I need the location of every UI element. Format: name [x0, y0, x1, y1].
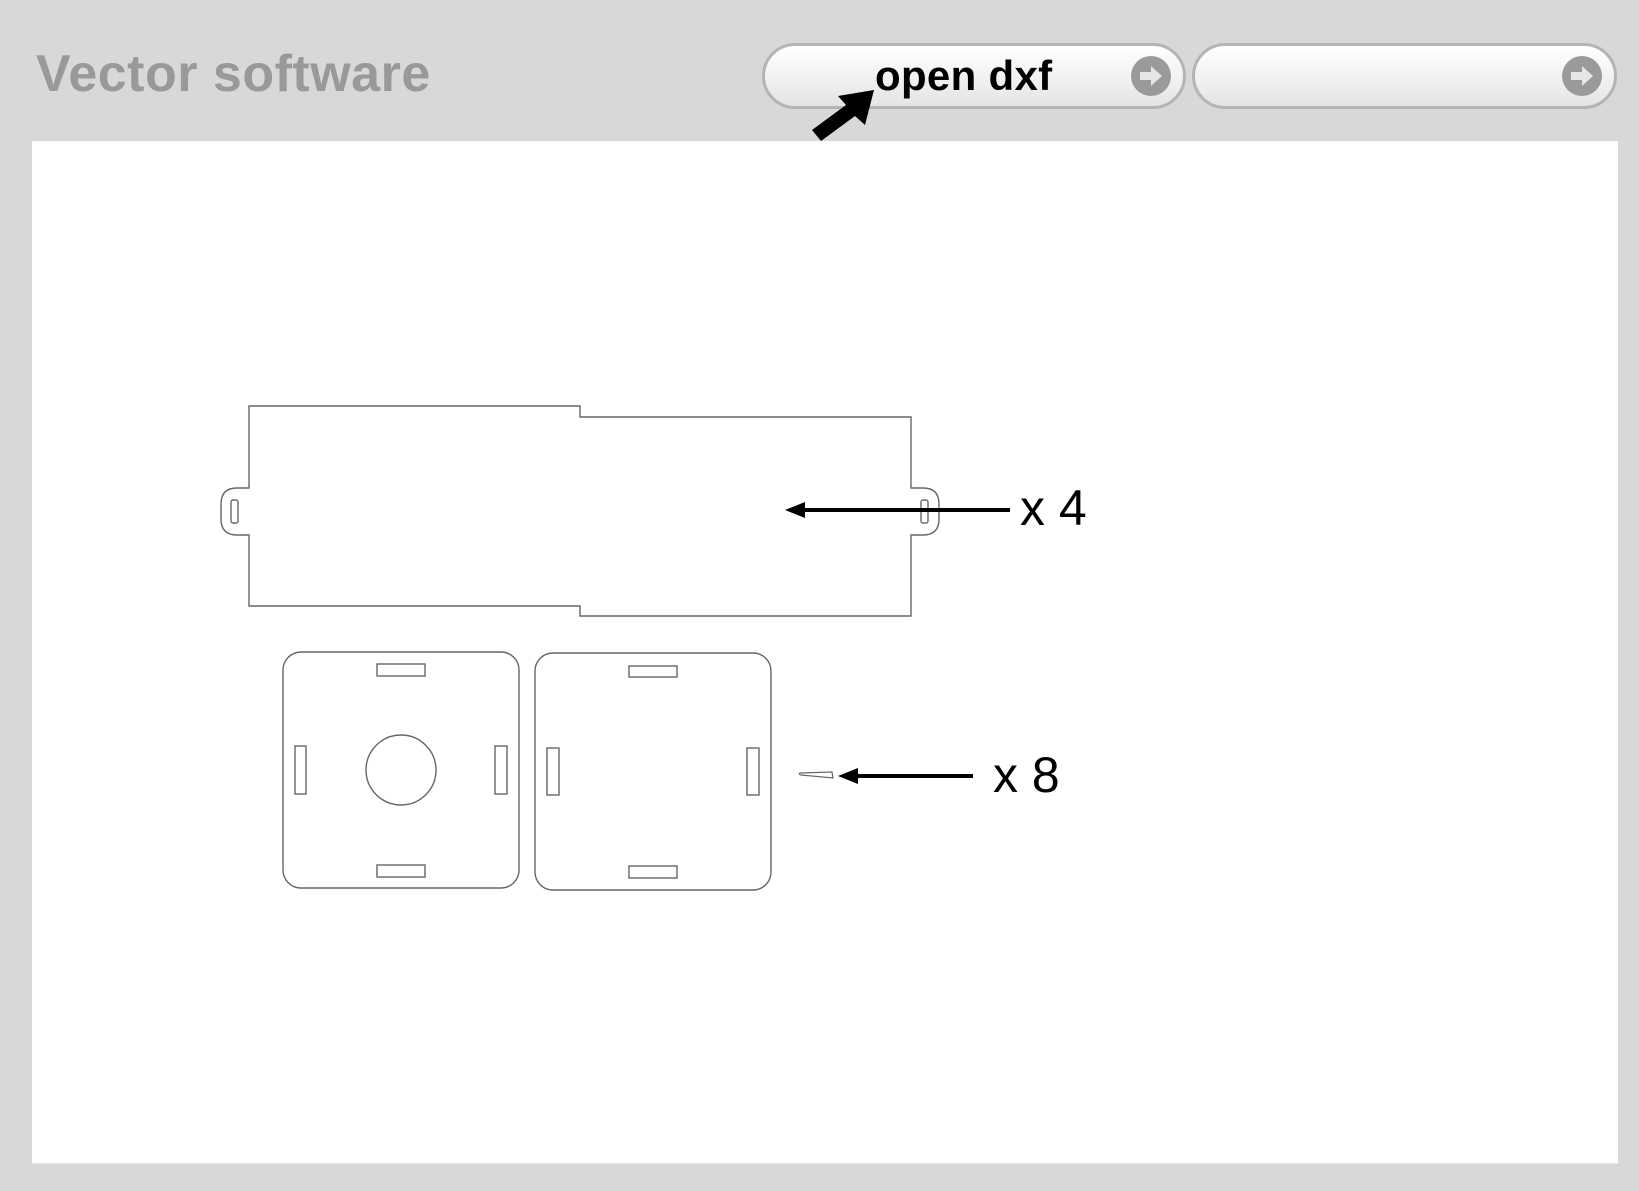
square-panel-plain-outline — [534, 652, 772, 891]
wedge-pin-quantity: x 8 — [993, 747, 1060, 803]
wedge-pin-outline — [798, 771, 834, 779]
open-dxf-label: open dxf — [875, 52, 1053, 99]
side-panel-quantity: x 4 — [1020, 480, 1087, 536]
square-panel-with-hole-outline — [282, 651, 520, 889]
secondary-action-button[interactable] — [1192, 43, 1617, 109]
drawing-canvas[interactable]: x 4 x 8 — [32, 141, 1618, 1163]
arrow-right-circle-icon[interactable] — [1562, 56, 1602, 96]
arrow-right-circle-icon[interactable] — [1131, 56, 1171, 96]
app-title: Vector software — [36, 45, 431, 103]
open-dxf-button[interactable]: open dxf — [762, 43, 1186, 109]
dxf-drawing — [220, 405, 1010, 891]
